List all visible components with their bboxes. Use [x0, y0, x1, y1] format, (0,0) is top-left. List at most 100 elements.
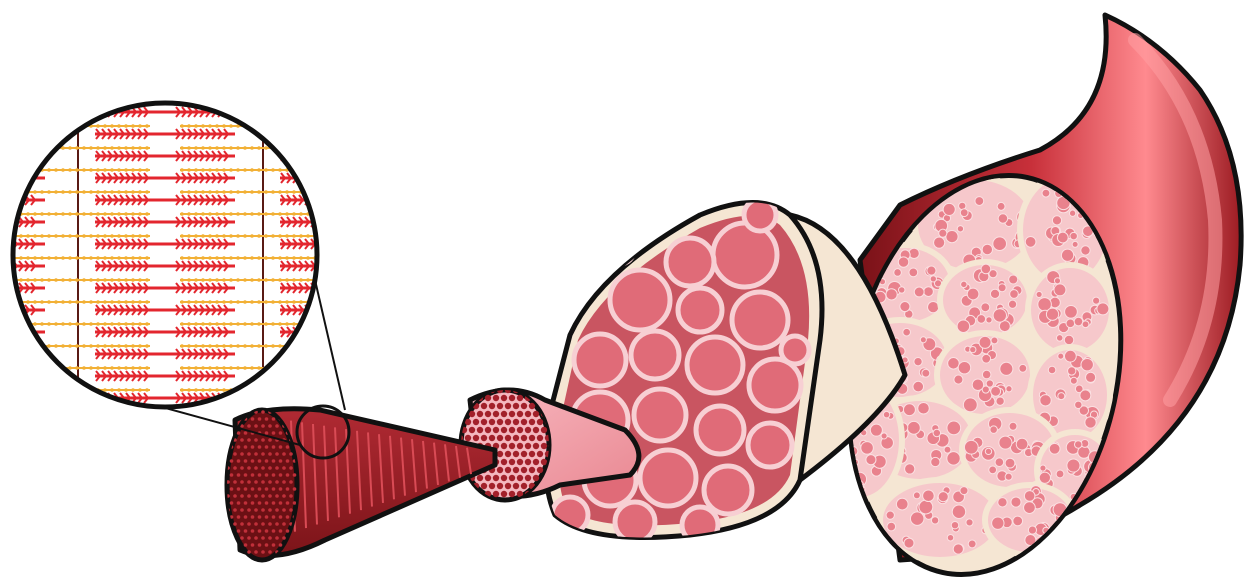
myosin-head [323, 354, 327, 359]
actin-bead [278, 366, 282, 370]
myofilament-dot [230, 459, 234, 463]
actin-bead [285, 146, 289, 150]
myosin-head [311, 156, 315, 161]
myofilament-dot [282, 480, 286, 484]
myofibril-dot [469, 427, 475, 433]
myosin-head [371, 107, 375, 112]
actin-bead [264, 300, 268, 304]
myofibril-dot [525, 443, 531, 449]
myosin-head [323, 398, 327, 403]
myosin-head [1, 354, 5, 359]
actin-bead [222, 256, 226, 260]
myosin-head [329, 195, 333, 200]
myosin-head [1, 305, 5, 310]
actin-bead [264, 388, 268, 392]
actin-bead [257, 300, 261, 304]
myofibril-dot [537, 387, 543, 393]
myofilament-dot [289, 452, 293, 456]
myosin-head [329, 266, 333, 271]
bundle-fiber [968, 540, 976, 548]
myosin-head [347, 266, 351, 271]
myosin-head [341, 376, 345, 381]
actin-bead [75, 366, 79, 370]
bundle-fiber [982, 370, 991, 379]
actin-bead [285, 190, 289, 194]
myofilament-dot [230, 473, 234, 477]
actin-bead [201, 388, 205, 392]
myosin-head [19, 129, 23, 134]
bundle-fiber [1057, 232, 1068, 243]
myofilament-dot [272, 543, 276, 547]
actin-bead [271, 124, 275, 128]
myofibril-dot [529, 435, 535, 441]
actin-bead [61, 300, 65, 304]
actin-bead [187, 300, 191, 304]
actin-bead [82, 388, 86, 392]
myosin-head [13, 134, 17, 139]
actin-bead [96, 212, 100, 216]
actin-bead [292, 102, 296, 106]
bundle-fiber [1016, 438, 1028, 450]
actin-bead [26, 344, 30, 348]
actin-bead [278, 212, 282, 216]
myofilament-dot [226, 438, 230, 442]
myofibril-dot [497, 435, 503, 441]
myosin-head [311, 349, 315, 354]
myosin-head [281, 376, 285, 381]
myofibril-dot [509, 459, 515, 465]
myosin-head [347, 112, 351, 117]
myofilament-dot [237, 459, 241, 463]
myofilament-dot [254, 480, 258, 484]
actin-bead [229, 190, 233, 194]
actin-bead [47, 366, 51, 370]
myosin-head [305, 156, 309, 161]
bundle-fiber [1072, 241, 1078, 247]
myofibril-dot [489, 435, 495, 441]
myosin-head [347, 107, 351, 112]
myosin-head [371, 371, 375, 376]
myofilament-dot [240, 410, 244, 414]
bundle-fiber [947, 452, 960, 465]
actin-bead [271, 102, 275, 106]
actin-bead [61, 278, 65, 282]
actin-bead [19, 124, 23, 128]
actin-bead [145, 256, 149, 260]
actin-bead [278, 256, 282, 260]
myosin-head [305, 107, 309, 112]
myosin-head [365, 371, 369, 376]
myosin-head [359, 310, 363, 315]
myosin-head [371, 376, 375, 381]
actin-bead [271, 300, 275, 304]
myosin-head [347, 327, 351, 332]
myosin-head [13, 310, 17, 315]
myofilament-dot [254, 466, 258, 470]
myofibril-dot [537, 435, 543, 441]
actin-bead [103, 366, 107, 370]
actin-bead [5, 146, 9, 150]
myosin-head [311, 112, 315, 117]
actin-bead [145, 388, 149, 392]
myofilament-dot [244, 543, 248, 547]
actin-bead [82, 234, 86, 238]
actin-bead [243, 344, 247, 348]
myofilament-dot [251, 529, 255, 533]
myosin-head [7, 393, 11, 398]
myosin-head [7, 376, 11, 381]
myosin-head [287, 371, 291, 376]
actin-bead [264, 344, 268, 348]
myosin-head [335, 173, 339, 178]
actin-bead [54, 388, 58, 392]
actin-bead [292, 300, 296, 304]
actin-bead [292, 146, 296, 150]
actin-bead [271, 366, 275, 370]
actin-bead [75, 212, 79, 216]
actin-bead [5, 344, 9, 348]
bundle-fiber [894, 269, 902, 277]
actin-bead [222, 190, 226, 194]
actin-bead [96, 366, 100, 370]
myosin-head [329, 134, 333, 139]
bundle-fiber [1046, 308, 1058, 320]
actin-bead [75, 322, 79, 326]
actin-bead [201, 322, 205, 326]
myosin-head [329, 107, 333, 112]
